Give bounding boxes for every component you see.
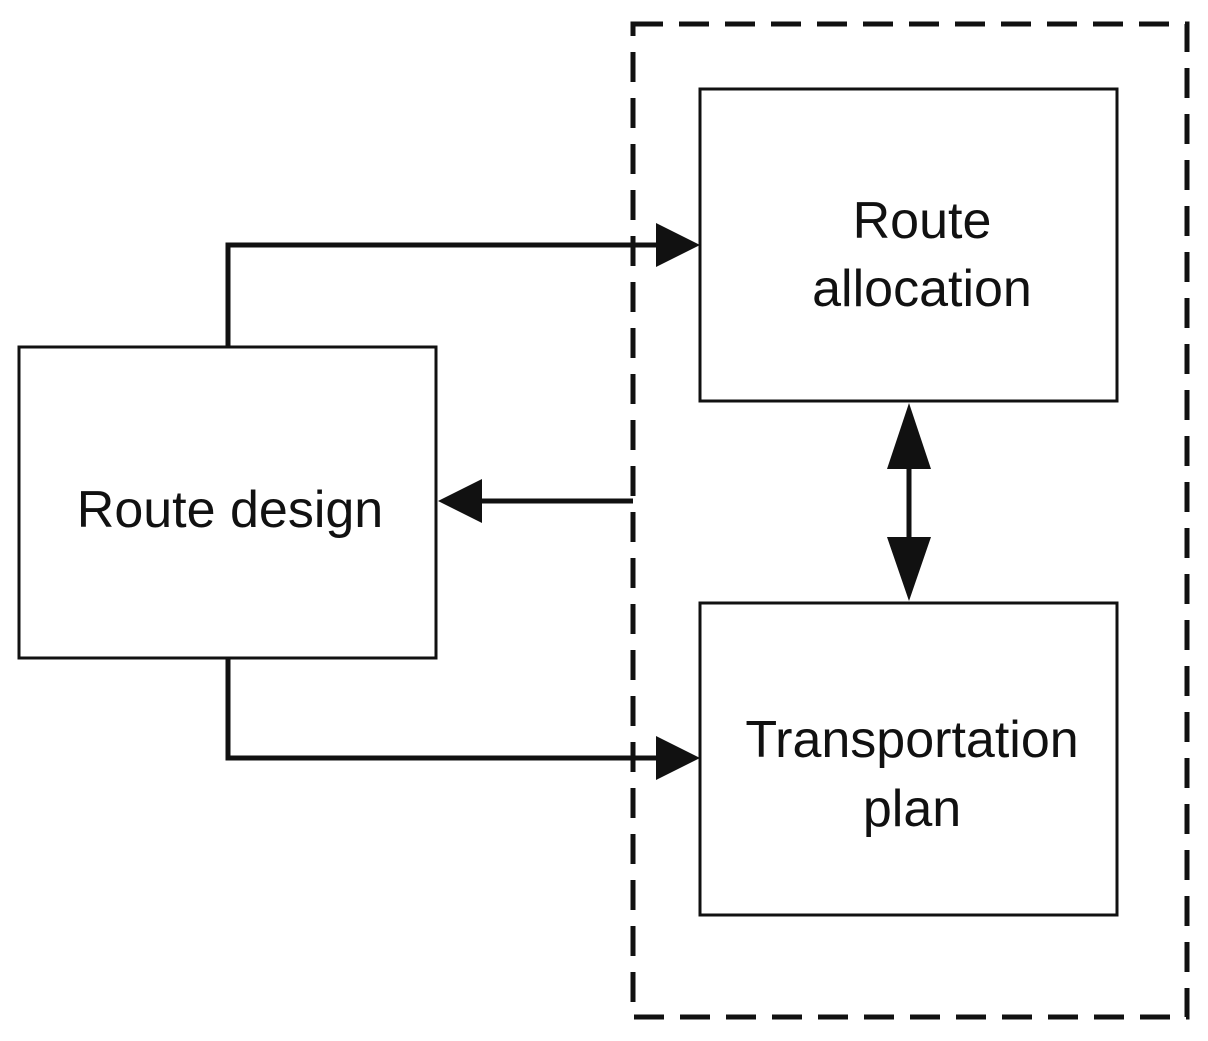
transportation-plan-box [698,601,1119,917]
transportation-plan-node: Transportation plan [698,601,1119,917]
route-allocation-node: Route allocation [698,87,1119,403]
arrowhead [656,736,700,780]
arrowhead [656,223,700,267]
arrowhead [438,479,482,523]
route-design-node: Route design [17,345,438,660]
transportation-plan-label-line-1: Transportation [745,711,1078,769]
connector-line [225,242,658,347]
transportation-plan-label-line-2: plan [863,780,961,838]
route-allocation-label-line-2: allocation [812,260,1032,318]
arrow-route-design-to-route-allocation [225,223,700,347]
arrow-group-to-route-design [438,479,633,523]
route-allocation-box [698,87,1119,403]
connector-line [225,658,658,761]
arrowhead-down [887,537,931,601]
route-design-label: Route design [77,481,383,539]
arrow-bidirectional-allocation-plan [887,403,931,601]
dashed-group-boundary [630,21,1190,1020]
route-allocation-label-line-1: Route [853,192,992,250]
arrow-route-design-to-transportation-plan [225,658,700,780]
arrowhead-up [887,403,931,469]
